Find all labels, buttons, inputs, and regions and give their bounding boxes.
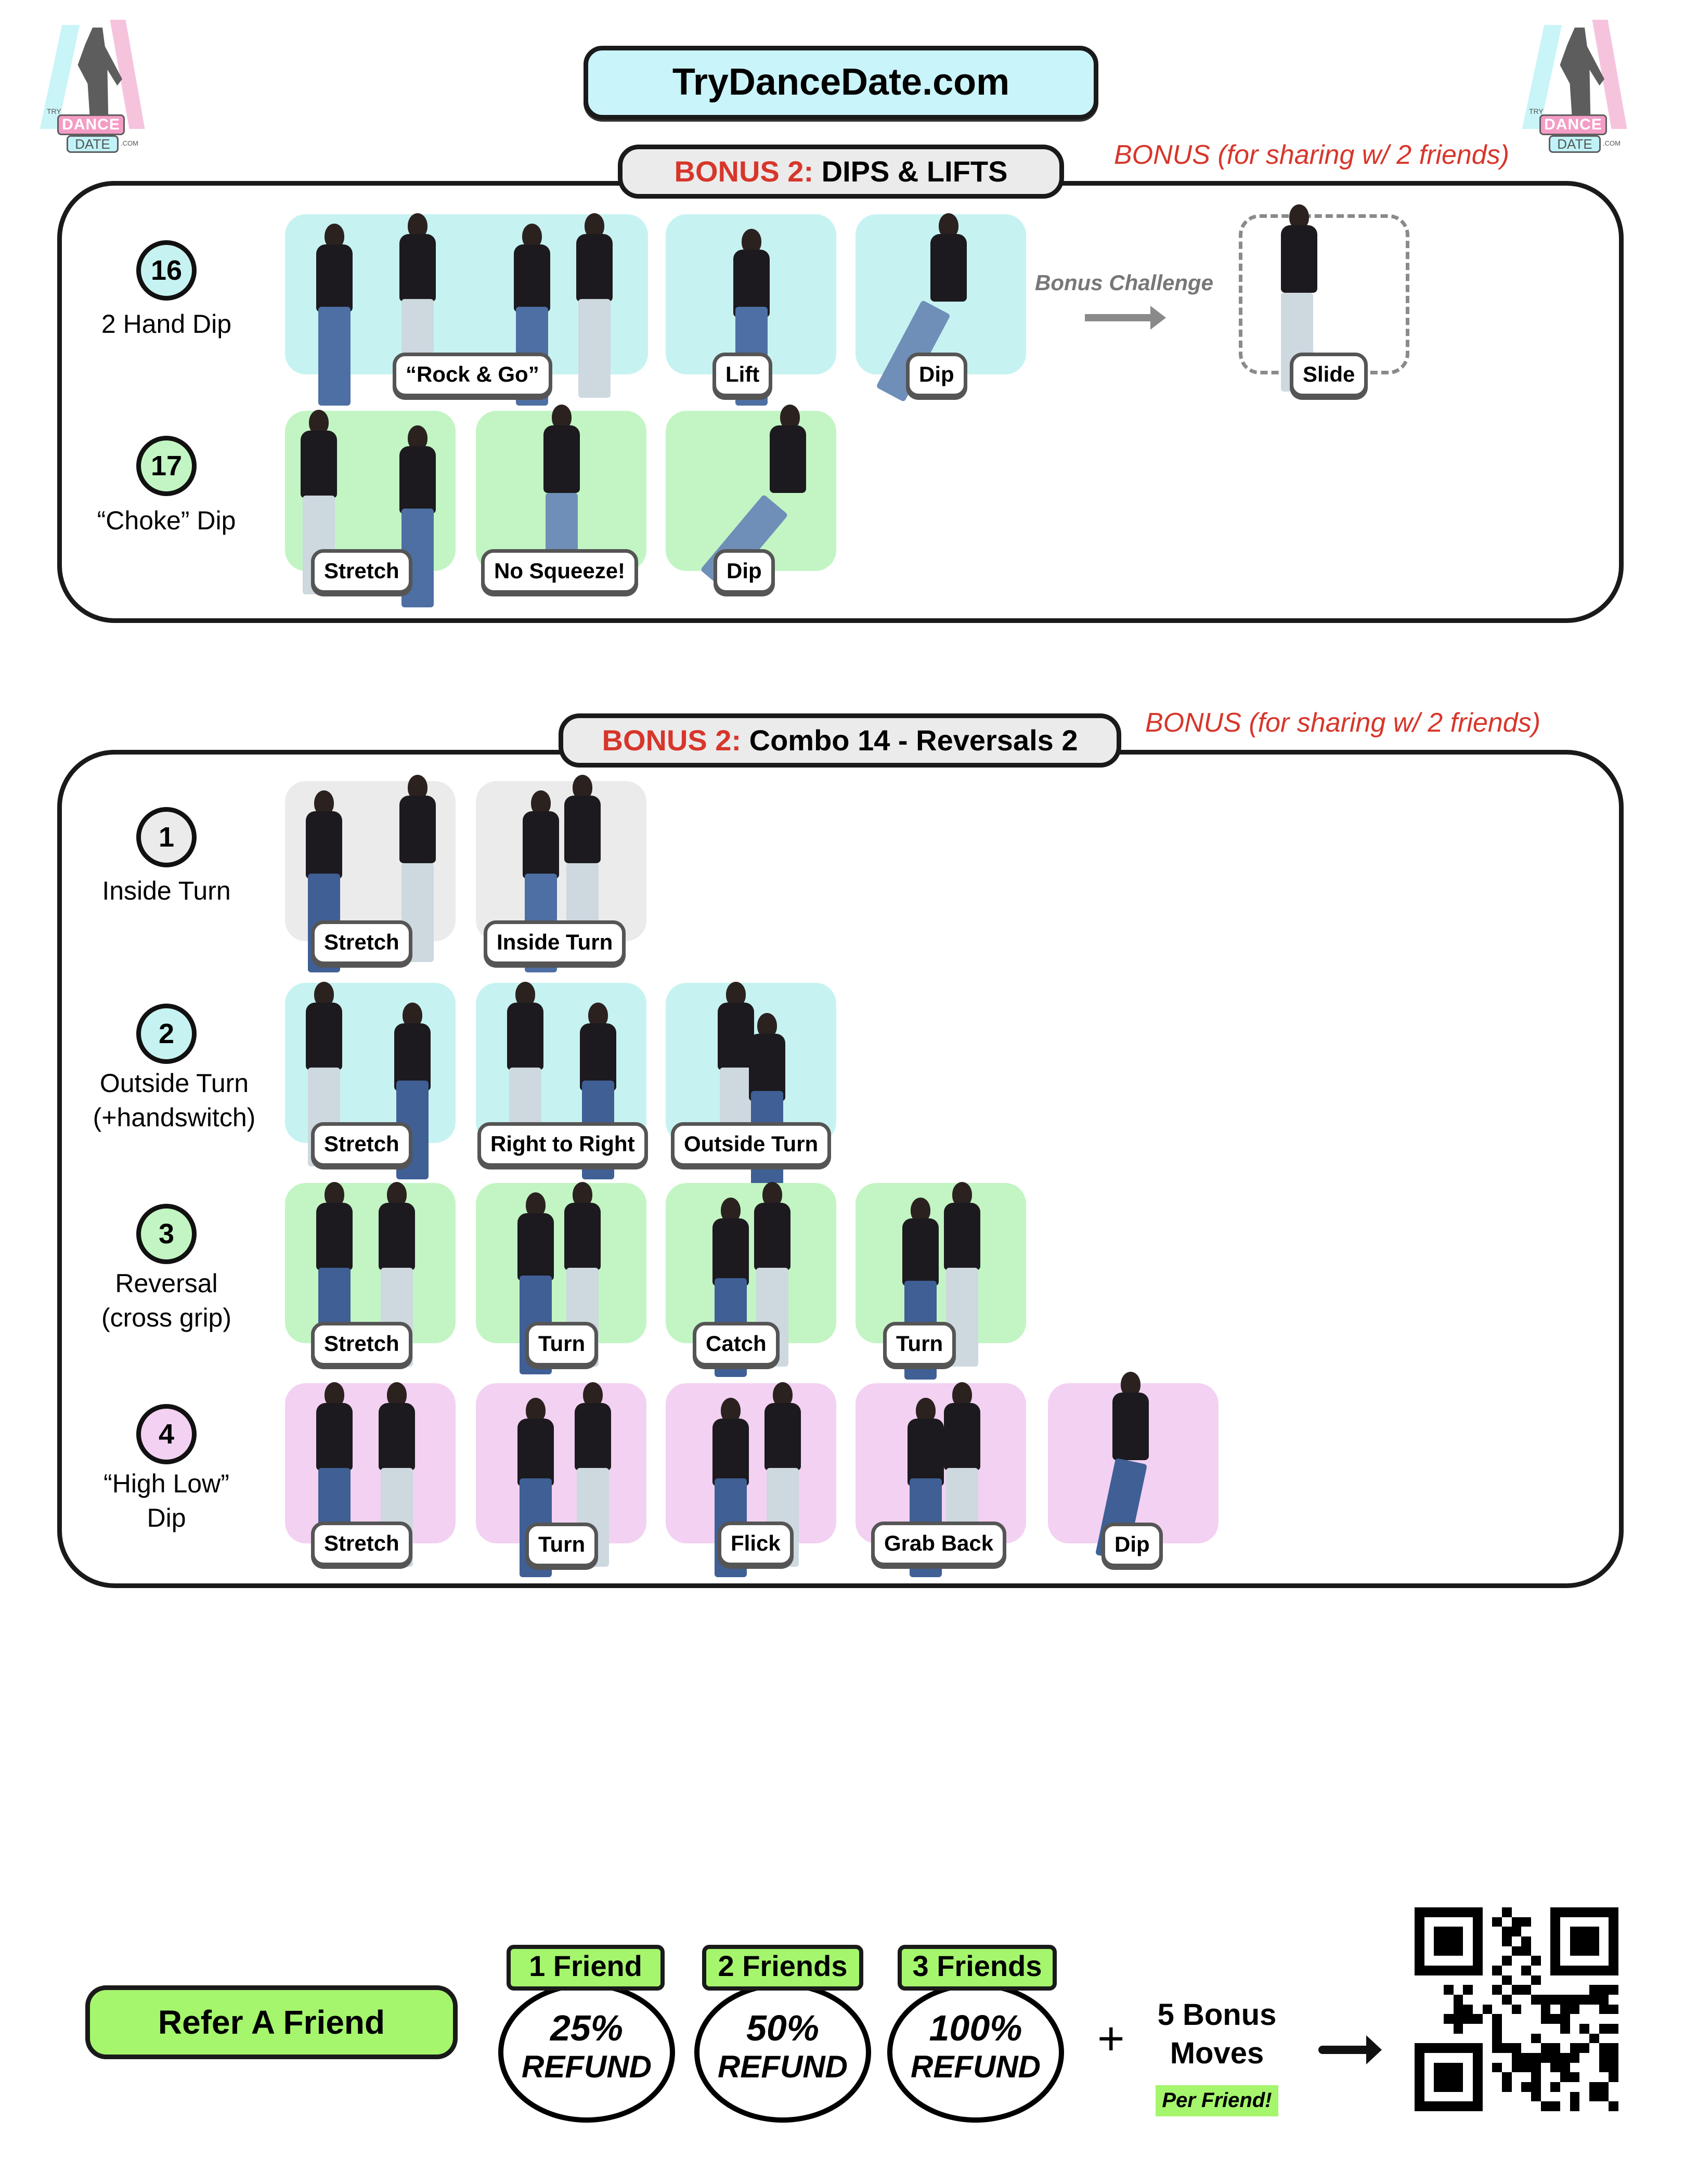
step-label: Stretch <box>311 549 412 594</box>
move-name: Reversal (cross grip) <box>101 1269 232 1332</box>
tier-circle-1: 25% REFUND <box>498 1982 675 2123</box>
step-label: Turn <box>883 1322 956 1367</box>
step-card-slide[interactable] <box>1239 204 1409 392</box>
qr-code-icon[interactable] <box>1415 1907 1618 2111</box>
move-name: “High Low” Dip <box>103 1469 229 1532</box>
step-card-grab-back[interactable] <box>856 1382 1026 1577</box>
logo-left: TRY DANCE DATE .COM <box>40 20 151 153</box>
step-label: Dip <box>1101 1523 1163 1567</box>
refer-a-friend-button[interactable]: Refer A Friend <box>85 1985 458 2059</box>
step-card-catch[interactable] <box>666 1182 836 1377</box>
step-card-stretch[interactable] <box>285 410 456 607</box>
step-card-no-squeeze[interactable] <box>476 405 646 592</box>
logo-try: TRY <box>47 107 61 115</box>
step-label: Grab Back <box>871 1522 1007 1566</box>
bonus-moves-text: 5 Bonus Moves <box>1157 1998 1277 2070</box>
step-label: No Squeeze! <box>481 549 639 594</box>
step-label: Stretch <box>311 1522 412 1566</box>
step-card-dip[interactable] <box>666 405 836 591</box>
step-label: Flick <box>718 1522 794 1566</box>
step-card-dip[interactable] <box>856 213 1026 402</box>
step-card-turn[interactable] <box>476 1182 646 1374</box>
logo-date: DATE <box>1549 135 1601 153</box>
dips-lifts-title: BONUS 2: DIPS & LIFTS <box>618 145 1064 199</box>
move-number-badge: 4 <box>136 1404 197 1464</box>
step-card-right-to-right[interactable] <box>476 982 646 1179</box>
logo-com: .COM <box>1603 139 1621 147</box>
step-card-inside-turn[interactable] <box>476 775 646 972</box>
step-label: Turn <box>525 1523 599 1567</box>
logo-date: DATE <box>67 135 119 153</box>
tier-circle-3: 100% REFUND <box>887 1982 1064 2123</box>
logo-dance: DANCE <box>57 114 125 135</box>
step-label: Outside Turn <box>671 1122 832 1167</box>
bonus-note: BONUS (for sharing w/ 2 friends) <box>1145 708 1541 738</box>
dancer-photo <box>566 213 623 398</box>
move-number-badge: 2 <box>136 1004 197 1064</box>
step-label: Dip <box>906 353 967 397</box>
step-card-stretch[interactable] <box>285 1182 456 1367</box>
step-label: Turn <box>525 1322 599 1367</box>
bonus-prefix: BONUS 2: <box>674 155 814 188</box>
bonus-challenge-caption: Bonus Challenge <box>1035 270 1214 295</box>
arrow-right-icon <box>1085 306 1166 330</box>
step-label: Dip <box>714 549 775 594</box>
step-label: Inside Turn <box>484 920 626 965</box>
section-title: Combo 14 - Reversals 2 <box>749 724 1078 757</box>
plus-icon: + <box>1097 2013 1125 2065</box>
site-title[interactable]: TryDanceDate.com <box>584 46 1098 120</box>
step-card-outside-turn[interactable] <box>666 982 836 1190</box>
move-name: Inside Turn <box>102 876 231 905</box>
move-number-badge: 1 <box>136 807 197 867</box>
tier-tag-3-friends: 3 Friends <box>898 1945 1057 1991</box>
section-title: DIPS & LIFTS <box>821 155 1008 188</box>
move-name: Outside Turn (+handswitch) <box>93 1069 256 1132</box>
move-name: “Choke” Dip <box>97 506 236 535</box>
step-label: “Rock & Go” <box>393 353 552 397</box>
step-card-dip[interactable] <box>1048 1372 1219 1562</box>
bonus-note: BONUS (for sharing w/ 2 friends) <box>1114 140 1510 170</box>
dancer-photo <box>876 213 986 402</box>
logo-dance: DANCE <box>1539 114 1607 135</box>
step-label: Stretch <box>311 920 412 965</box>
arrow-right-icon <box>1318 2035 1382 2064</box>
tier-circle-2: 50% REFUND <box>694 1982 871 2123</box>
logo-right: TRY DANCE DATE .COM <box>1522 20 1633 153</box>
move-number-badge: 16 <box>136 240 197 301</box>
step-card-flick[interactable] <box>666 1382 836 1577</box>
step-label: Catch <box>693 1322 780 1367</box>
step-label: Stretch <box>311 1322 412 1367</box>
step-label: Lift <box>712 353 773 397</box>
dancer-photo <box>306 224 363 406</box>
logo-try: TRY <box>1529 107 1544 115</box>
logo-com: .COM <box>121 139 138 147</box>
move-number-badge: 3 <box>136 1204 197 1264</box>
step-card-stretch[interactable] <box>285 982 456 1179</box>
bonus-prefix: BONUS 2: <box>602 724 742 757</box>
step-card-stretch[interactable] <box>285 1382 456 1567</box>
combo-title: BONUS 2: Combo 14 - Reversals 2 <box>559 713 1121 768</box>
step-label: Right to Right <box>477 1122 648 1167</box>
step-label: Stretch <box>311 1122 412 1167</box>
step-card-lift[interactable] <box>666 214 836 406</box>
step-card-stretch[interactable] <box>285 775 456 972</box>
move-name: 2 Hand Dip <box>101 309 232 339</box>
step-card-turn[interactable] <box>476 1382 646 1577</box>
step-card-rock-go[interactable] <box>285 213 648 406</box>
per-friend-badge: Per Friend! <box>1156 2085 1278 2116</box>
step-card-turn[interactable] <box>856 1182 1026 1380</box>
step-label: Slide <box>1290 353 1368 397</box>
tier-tag-1-friend: 1 Friend <box>507 1945 665 1991</box>
tier-tag-2-friends: 2 Friends <box>702 1945 863 1991</box>
move-number-badge: 17 <box>136 436 197 496</box>
